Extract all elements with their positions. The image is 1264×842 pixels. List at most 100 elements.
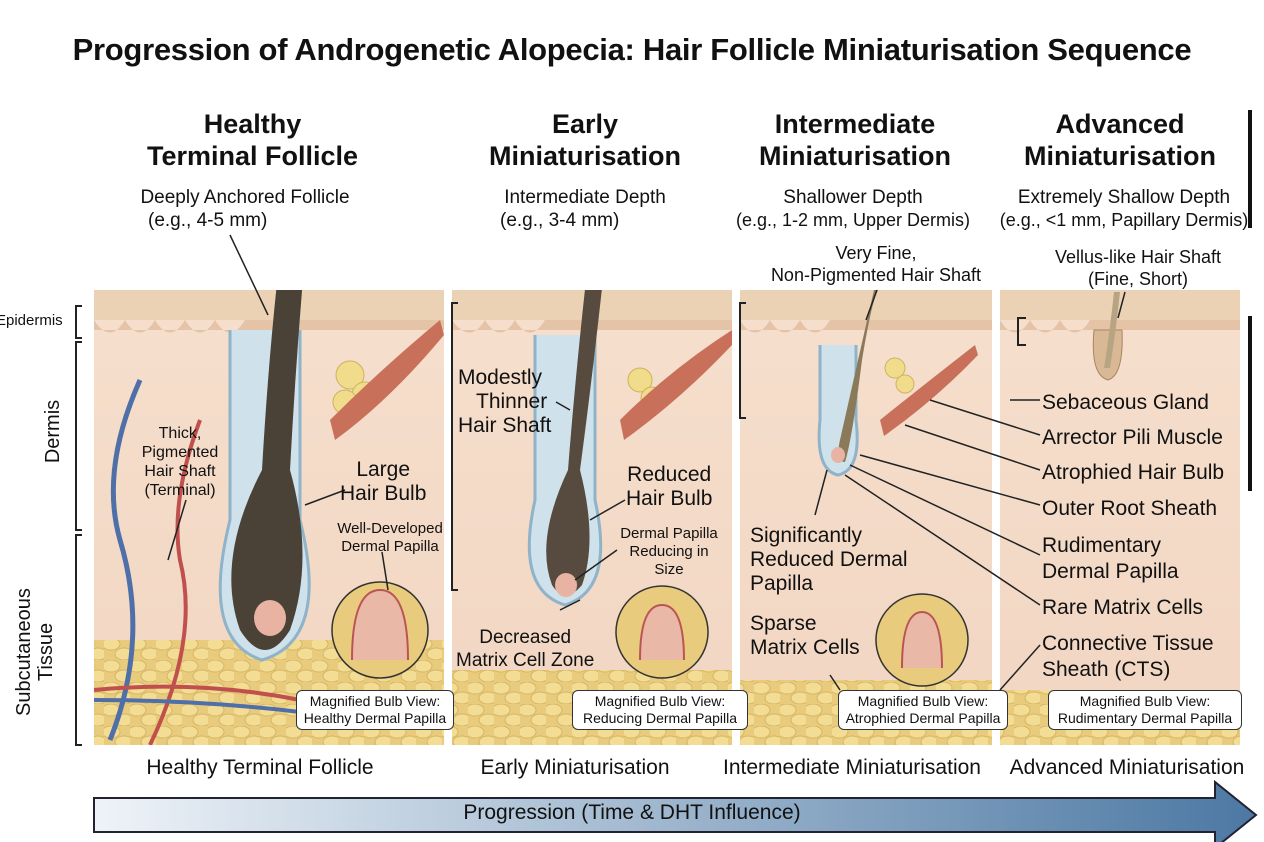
layer-subcutaneous-label: Subcutaneous Tissue: [13, 588, 57, 716]
panel3-depth-line2: (e.g., 1-2 mm, Upper Dermis): [735, 210, 971, 230]
right-label-dermal-papilla: Dermal Papilla: [1042, 560, 1179, 583]
reduced-bulb-line2: Hair Bulb: [626, 487, 713, 510]
panel3-heading-line1: Intermediate: [774, 109, 936, 139]
zoom3-line1: Magnified Bulb View:: [857, 693, 989, 709]
reduced-bulb-line1: Reduced: [627, 463, 712, 486]
panel2-depth-line2: (e.g., 3-4 mm): [500, 210, 620, 231]
zoom2-line1: Magnified Bulb View:: [594, 693, 726, 709]
zoom1-line2: Healthy Dermal Papilla: [303, 710, 447, 726]
panel4-heading: Advanced Miniaturisation: [1005, 108, 1235, 172]
very-fine-label: Very Fine, Non-Pigmented Hair Shaft: [760, 242, 992, 286]
panel3-heading: Intermediate Miniaturisation: [745, 108, 965, 172]
right-label-rare-matrix: Rare Matrix Cells: [1042, 596, 1204, 619]
panel2-depth: Intermediate Depth (e.g., 3-4 mm): [480, 186, 690, 232]
bottom-label-intermediate: Intermediate Miniaturisation: [723, 756, 981, 779]
vellus-line2: (Fine, Short): [1087, 269, 1189, 289]
bottom-label-early: Early Miniaturisation: [480, 756, 670, 779]
papilla-reducing-line3: Size: [654, 561, 684, 578]
large-bulb-label: Large Hair Bulb: [340, 458, 426, 506]
well-developed-label: Well-Developed Dermal Papilla: [330, 520, 450, 556]
zoom1-line1: Magnified Bulb View:: [309, 693, 441, 709]
panel1-depth-line1: Deeply Anchored Follicle: [140, 187, 350, 208]
panel4-heading-line2: Miniaturisation: [1023, 141, 1216, 171]
zoom3-line2: Atrophied Dermal Papilla: [845, 710, 1001, 726]
panel-intermediate-miniaturisation: [740, 290, 992, 745]
zoom2-line2: Reducing Dermal Papilla: [582, 710, 738, 726]
modestly-thinner-line3: Hair Shaft: [458, 414, 552, 437]
right-label-arrector: Arrector Pili Muscle: [1042, 426, 1223, 449]
decreased-matrix-line1: Decreased: [479, 627, 572, 648]
modestly-thinner-line2: Thinner: [476, 390, 548, 413]
panel-advanced-miniaturisation: [1000, 290, 1240, 745]
sig-reduced-line3: Papilla: [750, 572, 814, 595]
panel3-depth: Shallower Depth (e.g., 1-2 mm, Upper Der…: [728, 186, 978, 232]
right-label-outer-root: Outer Root Sheath: [1042, 497, 1218, 520]
right-label-rudimentary: Rudimentary: [1042, 534, 1162, 557]
sig-reduced-label: Significantly Reduced Dermal Papilla: [750, 524, 908, 596]
page-title: Progression of Androgenetic Alopecia: Ha…: [72, 32, 1192, 67]
thick-shaft-label: Thick, Pigmented Hair Shaft (Terminal): [130, 424, 230, 500]
sig-reduced-line1: Significantly: [750, 524, 863, 547]
large-bulb-line2: Hair Bulb: [340, 482, 427, 505]
panel3-heading-line2: Miniaturisation: [758, 141, 951, 171]
layer-brackets: [75, 302, 1026, 746]
panel4-depth-line1: Extremely Shallow Depth: [1017, 187, 1231, 208]
very-fine-line2: Non-Pigmented Hair Shaft: [770, 265, 982, 285]
panel1-depth-line2: (e.g., 4-5 mm): [148, 210, 268, 231]
papilla-reducing-line2: Reducing in: [629, 543, 709, 560]
panel1-heading-line1: Healthy: [203, 109, 302, 139]
panel2-heading-line1: Early: [551, 109, 619, 139]
large-bulb-line1: Large: [356, 458, 411, 481]
layer-epidermis-label: Epidermis: [0, 312, 63, 329]
layer-dermis-label: Dermis: [42, 399, 65, 464]
decreased-matrix-label: Decreased Matrix Cell Zone: [456, 626, 594, 672]
thick-shaft-line1: Thick,: [158, 425, 202, 442]
bottom-label-healthy: Healthy Terminal Follicle: [146, 756, 374, 779]
panel-early-miniaturisation: [452, 290, 732, 745]
panel2-heading-line2: Miniaturisation: [488, 141, 681, 171]
panel2-heading: Early Miniaturisation: [470, 108, 700, 172]
decreased-matrix-line2: Matrix Cell Zone: [456, 650, 595, 671]
panel4-heading-line1: Advanced: [1055, 109, 1185, 139]
leader-lines: [167, 234, 1126, 691]
progression-arrow: [93, 779, 1258, 842]
right-label-cts: Sheath (CTS): [1042, 658, 1171, 681]
panel3-depth-line1: Shallower Depth: [783, 187, 923, 208]
modestly-thinner-line1: Modestly: [458, 366, 543, 389]
panel4-depth-line2: (e.g., <1 mm, Papillary Dermis): [999, 210, 1249, 230]
zoom-box-panel4: Magnified Bulb View: Rudimentary Dermal …: [1048, 690, 1242, 730]
thick-shaft-line3: Hair Shaft: [144, 463, 216, 480]
modestly-thinner-label: Modestly Thinner Hair Shaft: [458, 366, 551, 438]
panel4-depth: Extremely Shallow Depth (e.g., <1 mm, Pa…: [996, 186, 1252, 232]
right-label-atrophied: Atrophied Hair Bulb: [1042, 461, 1225, 484]
right-label-connective: Connective Tissue: [1042, 632, 1214, 655]
thick-shaft-line4: (Terminal): [144, 482, 216, 499]
reduced-bulb-label: Reduced Hair Bulb: [626, 463, 712, 511]
progression-label: Progression (Time & DHT Influence): [463, 801, 801, 824]
papilla-reducing-label: Dermal Papilla Reducing in Size: [614, 525, 724, 579]
zoom-box-panel2: Magnified Bulb View: Reducing Dermal Pap…: [572, 690, 748, 730]
panel1-depth: Deeply Anchored Follicle (e.g., 4-5 mm): [120, 186, 370, 232]
panel2-depth-line1: Intermediate Depth: [504, 187, 666, 208]
sig-reduced-line2: Reduced Dermal: [750, 548, 908, 571]
panel1-heading: Healthy Terminal Follicle: [130, 108, 375, 172]
zoom-box-panel1: Magnified Bulb View: Healthy Dermal Papi…: [296, 690, 454, 730]
well-developed-line1: Well-Developed: [337, 520, 443, 537]
sparse-matrix-line2: Matrix Cells: [750, 636, 860, 659]
sparse-matrix-label: Sparse Matrix Cells: [750, 612, 860, 660]
panel-healthy-follicle: [94, 290, 444, 745]
sparse-matrix-line1: Sparse: [750, 612, 817, 635]
panel1-heading-line2: Terminal Follicle: [146, 141, 359, 171]
thick-shaft-line2: Pigmented: [141, 444, 219, 461]
well-developed-line2: Dermal Papilla: [341, 538, 439, 555]
zoom-box-panel3: Magnified Bulb View: Atrophied Dermal Pa…: [838, 690, 1008, 730]
zoom4-line1: Magnified Bulb View:: [1079, 693, 1211, 709]
very-fine-line1: Very Fine,: [835, 243, 917, 263]
vellus-label: Vellus-like Hair Shaft (Fine, Short): [1030, 246, 1246, 290]
right-label-sebaceous: Sebaceous Gland: [1042, 391, 1209, 414]
papilla-reducing-line1: Dermal Papilla: [620, 525, 718, 542]
bottom-label-advanced: Advanced Miniaturisation: [1009, 756, 1245, 779]
zoom4-line2: Rudimentary Dermal Papilla: [1057, 710, 1233, 726]
vellus-line1: Vellus-like Hair Shaft: [1054, 247, 1222, 267]
